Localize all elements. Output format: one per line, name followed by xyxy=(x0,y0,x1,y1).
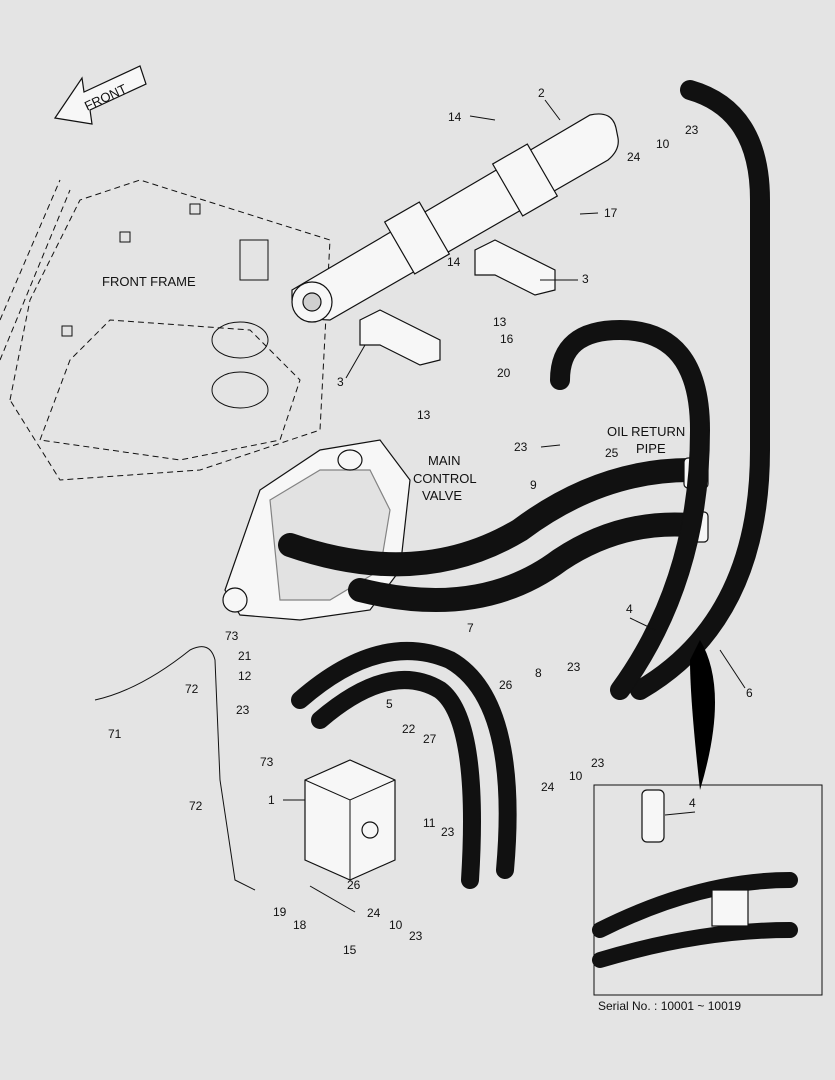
leader-lines xyxy=(283,99,746,816)
callout-25: 25 xyxy=(605,446,619,460)
front-arrow: FRONT xyxy=(53,65,147,125)
callout-23g: 23 xyxy=(409,929,423,943)
callout-21: 21 xyxy=(238,649,252,663)
callout-24c: 24 xyxy=(367,906,381,920)
callout-19: 19 xyxy=(273,905,287,919)
long-hoses xyxy=(550,80,770,700)
callout-73b: 73 xyxy=(260,755,274,769)
main-control-valve xyxy=(222,439,411,621)
callout-12: 12 xyxy=(238,669,252,683)
callout-72b: 72 xyxy=(189,799,203,813)
callout-6: 7 xyxy=(467,621,474,635)
callout-7: 6 xyxy=(746,686,753,700)
oil-return-pipe xyxy=(278,457,709,612)
callout-27: 27 xyxy=(423,732,437,746)
callout-17: 17 xyxy=(604,206,618,220)
callout-9: 9 xyxy=(530,478,537,492)
callout-8: 8 xyxy=(535,666,542,680)
callout-15: 15 xyxy=(343,943,357,957)
callout-23c: 23 xyxy=(567,660,581,674)
callout-14b: 14 xyxy=(447,255,461,269)
callout-23d: 23 xyxy=(236,703,250,717)
label-main-line2: CONTROL xyxy=(413,471,477,486)
callout-4b: 4 xyxy=(689,796,696,810)
callout-3b: 3 xyxy=(337,375,344,389)
callout-3a: 3 xyxy=(582,272,589,286)
callout-26b: 26 xyxy=(347,878,361,892)
callout-2: 2 xyxy=(538,86,545,100)
bolt xyxy=(309,885,356,913)
callout-4a: 4 xyxy=(626,602,633,616)
callout-10a: 10 xyxy=(656,137,670,151)
callout-23b: 23 xyxy=(514,440,528,454)
callout-16: 16 xyxy=(500,332,514,346)
callout-24a: 24 xyxy=(627,150,641,164)
callout-71: 71 xyxy=(108,727,122,741)
callout-73a: 73 xyxy=(225,629,239,643)
valve-block xyxy=(304,759,396,881)
callout-10b: 10 xyxy=(569,769,583,783)
callout-13b: 13 xyxy=(417,408,431,422)
label-main-line1: MAIN xyxy=(428,453,461,468)
label-main-line3: VALVE xyxy=(422,488,462,503)
front-frame-outline: FRONT FRAME xyxy=(0,179,331,481)
inset-detail: Serial No. : 10001 ~ 10019 xyxy=(592,784,823,1013)
callout-14a: 14 xyxy=(448,110,462,124)
callout-1: 1 xyxy=(268,793,275,807)
callout-10c: 10 xyxy=(389,918,403,932)
hoses-5-6 xyxy=(291,642,517,889)
callout-13a: 13 xyxy=(493,315,507,329)
callout-20: 20 xyxy=(497,366,511,380)
front-frame-label: FRONT FRAME xyxy=(102,274,196,289)
callout-23f: 23 xyxy=(441,825,455,839)
callout-18: 18 xyxy=(293,918,307,932)
callouts: 2 14 24 10 23 17 14 3 13 16 20 3 13 23 2… xyxy=(108,86,753,957)
wiring-harness xyxy=(94,646,256,891)
callout-23a: 23 xyxy=(685,123,699,137)
label-oil-return-line1: OIL RETURN xyxy=(607,424,685,439)
callout-23e: 23 xyxy=(591,756,605,770)
tank-cylinder xyxy=(291,113,619,323)
detail-pointer xyxy=(690,640,715,790)
callout-72a: 72 xyxy=(185,682,199,696)
serial-number: Serial No. : 10001 ~ 10019 xyxy=(598,999,741,1013)
callout-26a: 26 xyxy=(499,678,513,692)
callout-5: 5 xyxy=(386,697,393,711)
mounting-brackets xyxy=(359,239,556,366)
callout-24b: 24 xyxy=(541,780,555,794)
label-oil-return-line2: PIPE xyxy=(636,441,666,456)
callout-11: 11 xyxy=(423,816,436,830)
callout-22: 22 xyxy=(402,722,416,736)
